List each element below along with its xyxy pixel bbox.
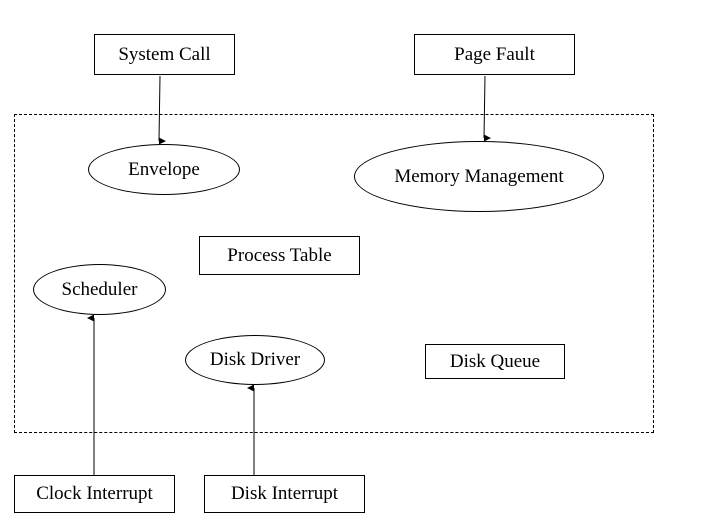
node-disk-interrupt: Disk Interrupt <box>204 475 365 513</box>
node-disk-interrupt-label: Disk Interrupt <box>230 483 339 504</box>
node-system-call-label: System Call <box>118 43 211 65</box>
node-disk-queue: Disk Queue <box>425 344 565 379</box>
kernel-boundary-dashed-box <box>14 114 654 433</box>
node-page-fault-label: Page Fault <box>454 43 535 65</box>
node-system-call: System Call <box>94 34 235 75</box>
node-envelope: Envelope <box>88 144 240 195</box>
node-page-fault: Page Fault <box>414 34 575 75</box>
node-disk-driver: Disk Driver <box>185 335 325 385</box>
node-memory-management-label: Memory Management <box>394 165 564 187</box>
node-scheduler: Scheduler <box>33 264 166 315</box>
node-envelope-label: Envelope <box>128 158 200 180</box>
node-disk-driver-label: Disk Driver <box>209 349 301 370</box>
node-memory-management: Memory Management <box>354 141 604 212</box>
node-process-table: Process Table <box>199 236 360 275</box>
node-scheduler-label: Scheduler <box>61 278 138 300</box>
node-clock-interrupt: Clock Interrupt <box>14 475 175 513</box>
node-clock-interrupt-label: Clock Interrupt <box>36 483 153 504</box>
node-process-table-label: Process Table <box>227 244 332 266</box>
node-disk-queue-label: Disk Queue <box>449 350 541 372</box>
